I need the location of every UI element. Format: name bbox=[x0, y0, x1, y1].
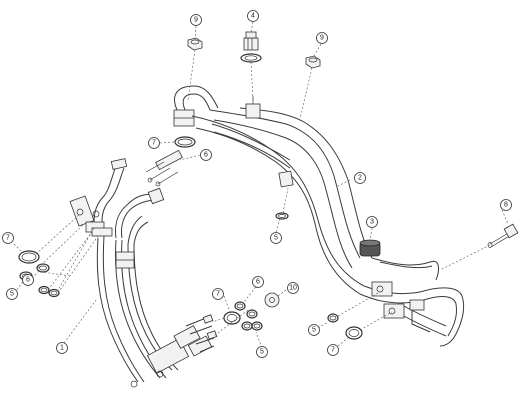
callout-5-mid: 5 bbox=[270, 232, 282, 244]
callout-label: 10 bbox=[289, 285, 297, 292]
callout-label: 9 bbox=[194, 17, 198, 24]
o-ring-6-bottom-2 bbox=[246, 309, 258, 319]
callout-label: 4 bbox=[251, 13, 255, 20]
nut-9-left bbox=[187, 37, 203, 51]
hose-assembly-2 bbox=[173, 85, 465, 347]
callout-8: 8 bbox=[500, 199, 512, 211]
callout-2: 2 bbox=[354, 172, 366, 184]
callout-7-right: 7 bbox=[327, 344, 339, 356]
o-ring-5-bottom-2 bbox=[251, 321, 263, 331]
o-ring-5-mid bbox=[275, 212, 289, 220]
callout-label: 6 bbox=[204, 152, 208, 159]
o-ring-5-bottom bbox=[241, 321, 253, 331]
callout-label: 1 bbox=[60, 345, 64, 352]
callout-7-bottom-left: 7 bbox=[212, 288, 224, 300]
callout-label: 9 bbox=[320, 35, 324, 42]
o-ring-5-right bbox=[327, 313, 339, 323]
fitting-4 bbox=[240, 31, 262, 63]
callout-5-right: 5 bbox=[308, 324, 320, 336]
callout-10: 10 bbox=[287, 282, 299, 294]
o-ring-left-small-1 bbox=[36, 263, 50, 273]
callout-5-bottom: 5 bbox=[256, 346, 268, 358]
hose-assembly-1 bbox=[69, 158, 218, 388]
washer-10 bbox=[264, 292, 280, 308]
cap-3 bbox=[359, 239, 381, 257]
nut-9-right bbox=[305, 55, 321, 69]
callout-label: 8 bbox=[504, 202, 508, 209]
callout-6-left: 6 bbox=[22, 274, 34, 286]
callout-9-left: 9 bbox=[190, 14, 202, 26]
callout-label: 3 bbox=[370, 219, 374, 226]
callout-label: 7 bbox=[216, 291, 220, 298]
callout-label: 5 bbox=[10, 291, 14, 298]
o-ring-7-top bbox=[174, 136, 196, 148]
callout-7-left: 7 bbox=[2, 232, 14, 244]
callout-7-top: 7 bbox=[148, 137, 160, 149]
callout-6-top: 6 bbox=[200, 149, 212, 161]
callout-label: 6 bbox=[26, 277, 30, 284]
callout-1: 1 bbox=[56, 342, 68, 354]
bolt-8 bbox=[487, 223, 519, 248]
o-ring-left-small-3 bbox=[48, 288, 60, 298]
callout-label: 5 bbox=[274, 235, 278, 242]
o-ring-6-bottom bbox=[234, 301, 246, 311]
callout-4: 4 bbox=[247, 10, 259, 22]
o-ring-left-small-2 bbox=[38, 285, 50, 295]
callout-label: 6 bbox=[256, 279, 260, 286]
callout-label: 5 bbox=[312, 327, 316, 334]
callout-label: 7 bbox=[152, 140, 156, 147]
callout-label: 7 bbox=[331, 347, 335, 354]
o-ring-7-left bbox=[18, 250, 40, 264]
leader-lines bbox=[13, 21, 509, 349]
callout-label: 5 bbox=[260, 349, 264, 356]
o-ring-7-right bbox=[345, 326, 363, 340]
studs-6-top bbox=[145, 149, 183, 187]
callout-label: 2 bbox=[358, 175, 362, 182]
callout-3: 3 bbox=[366, 216, 378, 228]
callout-9-right: 9 bbox=[316, 32, 328, 44]
callout-label: 7 bbox=[6, 235, 10, 242]
callout-6-bottom: 6 bbox=[252, 276, 264, 288]
callout-5-left: 5 bbox=[6, 288, 18, 300]
